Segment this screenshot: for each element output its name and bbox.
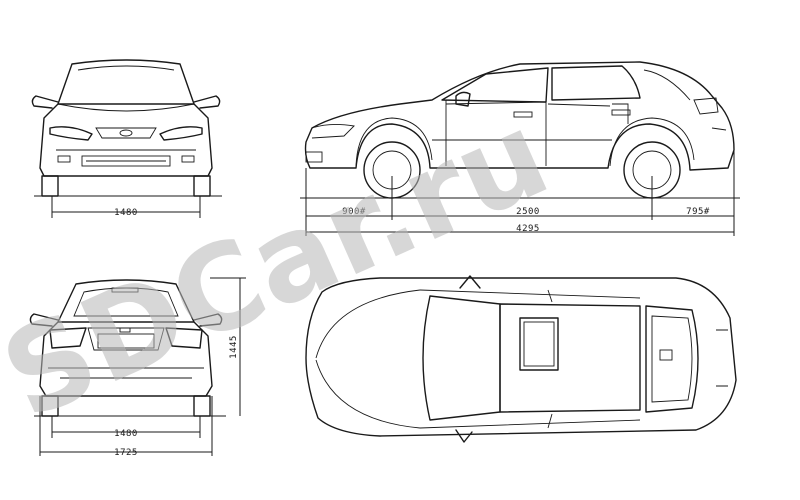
front-track-label: 1480 [114, 208, 138, 218]
top-view [305, 275, 737, 443]
front-view: 1480 [31, 59, 222, 218]
rear-overhang-label: 795# [686, 207, 710, 217]
watermark-text: SDCar.ru [0, 85, 567, 446]
front-overhang-label: 900# [342, 207, 366, 217]
wheelbase-label: 2500 [516, 207, 540, 217]
overall-height-label: 1445 [229, 335, 239, 359]
side-view: 900# 2500 795# 4295 [300, 61, 740, 236]
overall-length-label: 4295 [516, 224, 540, 234]
rear-track-label: 1480 [114, 429, 138, 439]
watermark: SDCar.ru [0, 85, 567, 446]
rear-view: 1445 1480 1725 [29, 277, 246, 458]
overall-width-label: 1725 [114, 448, 138, 458]
